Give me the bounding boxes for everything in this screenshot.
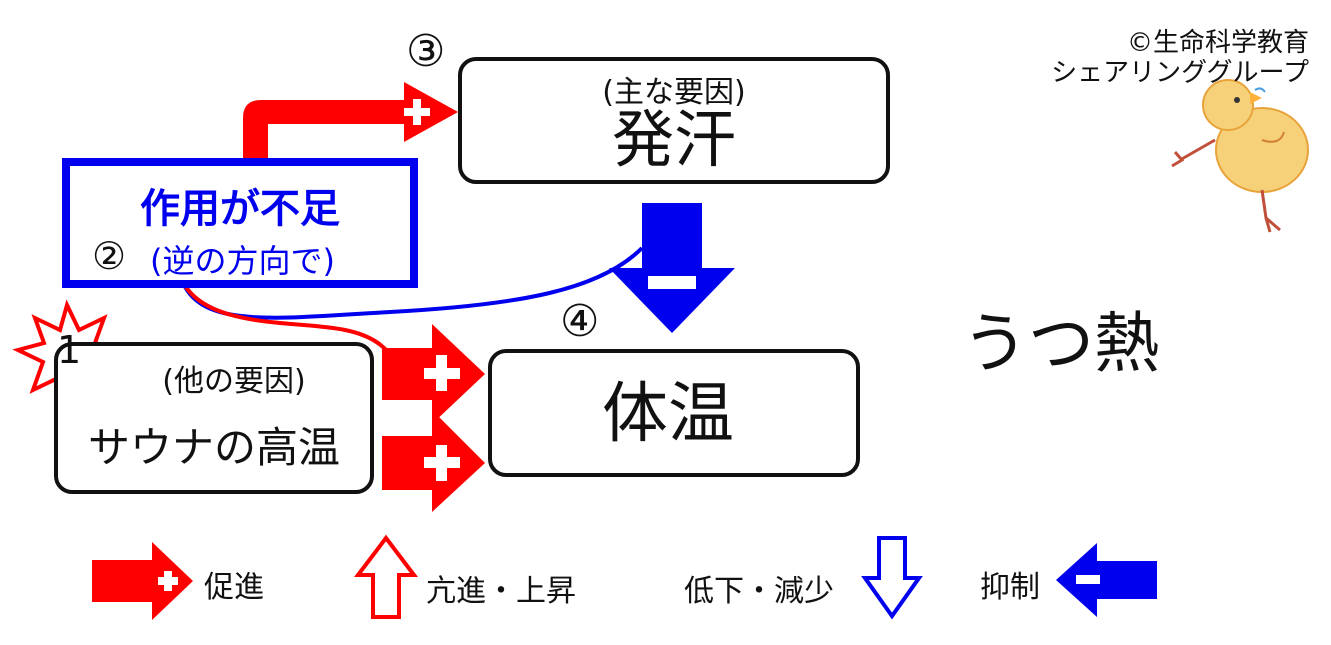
inhibit-arrow-to-body-temp (609, 203, 735, 333)
plus-icon (404, 99, 430, 125)
plus-icon (424, 445, 460, 481)
minus-icon (648, 276, 696, 289)
insufficient-number: ② (92, 234, 127, 278)
body-temp-box: 体温 (488, 349, 860, 477)
promote-arrow-to-sweat (243, 82, 458, 160)
legend-inhibit-label: 抑制 (980, 570, 1040, 605)
legend-promote-arrow-icon (92, 542, 193, 620)
sweat-subtitle: (主な要因) (602, 75, 746, 110)
page-title: うつ熱 (962, 305, 1160, 382)
insufficient-title: 作用が不足 (140, 186, 340, 232)
sauna-subtitle: (他の要因) (162, 364, 306, 399)
legend-promote-label: 促進 (204, 570, 264, 605)
insufficient-subtitle: (逆の方向で) (150, 242, 335, 280)
plus-icon (424, 355, 460, 391)
copyright-line-2: シェアリンググループ (1051, 58, 1309, 88)
legend-down-arrow-icon (861, 536, 923, 620)
minus-icon (1076, 575, 1100, 584)
body-temp-number: ④ (560, 296, 600, 347)
legend-inhibit-arrow-icon (1056, 543, 1157, 617)
sweat-number: ③ (406, 26, 446, 77)
sweat-label: 発汗 (611, 103, 736, 176)
legend-decrease-label: 低下・減少 (684, 574, 834, 609)
insufficient-action-box: 作用が不足 ② (逆の方向で) (62, 158, 418, 288)
legend-up-arrow-icon (353, 534, 419, 619)
legend-increase-label: 亢進・上昇 (426, 574, 576, 609)
sauna-label: サウナの高温 (87, 423, 340, 472)
reverse-red-line (180, 279, 390, 354)
sweat-box: (主な要因) 発汗 (458, 57, 890, 184)
chick-illustration (1171, 79, 1309, 233)
sauna-box: (他の要因) サウナの高温 (54, 342, 374, 494)
plus-icon (158, 571, 178, 591)
sauna-number: 1 (57, 328, 82, 372)
copyright-line-1: ©生命科学教育 (1126, 28, 1309, 58)
body-temp-label: 体温 (602, 375, 734, 452)
